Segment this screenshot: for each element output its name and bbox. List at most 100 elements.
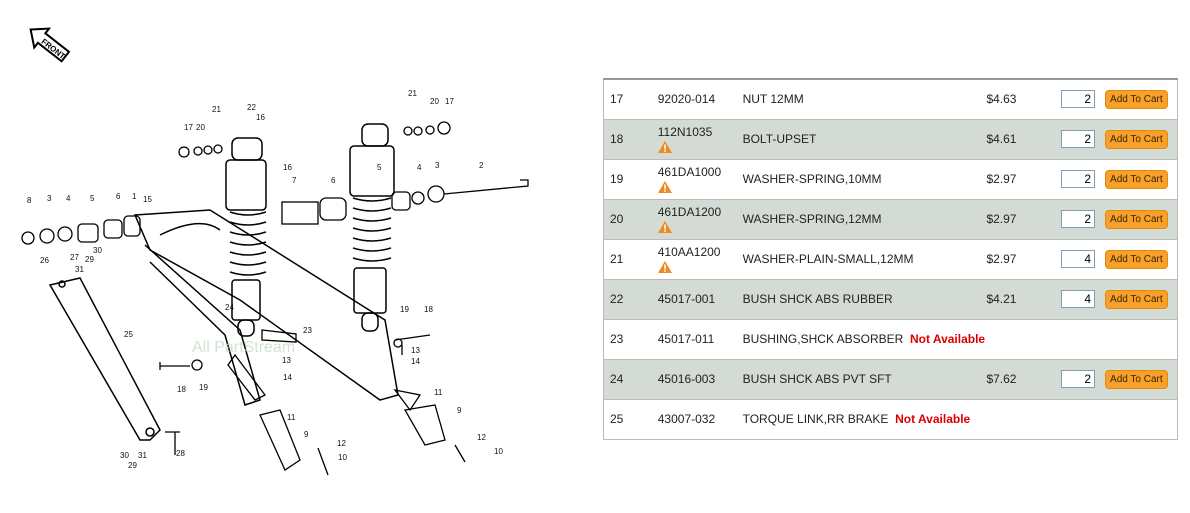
part-description: BUSH SHCK ABS RUBBER bbox=[742, 279, 987, 320]
warning-icon bbox=[657, 141, 672, 153]
part-price: $2.97 bbox=[986, 159, 1062, 200]
part-number: 410AA1200 bbox=[657, 239, 743, 280]
add-to-cart-button[interactable]: Add To Cart bbox=[1105, 169, 1168, 189]
warning-icon bbox=[657, 261, 672, 273]
table-row: 24 45016-003 BUSH SHCK ABS PVT SFT $7.62… bbox=[603, 359, 1178, 400]
table-row: 25 43007-032 TORQUE LINK,RR BRAKE Not Av… bbox=[603, 399, 1178, 440]
part-number: 92020-014 bbox=[657, 79, 743, 120]
front-arrow-icon: FRONT bbox=[29, 27, 71, 63]
cart-cell: Add To Cart bbox=[1105, 79, 1178, 120]
quantity-input[interactable] bbox=[1061, 250, 1096, 268]
quantity-input[interactable] bbox=[1061, 130, 1096, 148]
swing-arm bbox=[133, 209, 399, 406]
quantity-input[interactable] bbox=[1061, 210, 1096, 228]
callout-label: 28 bbox=[176, 449, 185, 458]
callout-label: 9 bbox=[457, 406, 462, 415]
callout-label: 19 bbox=[400, 305, 409, 314]
callout-label: 10 bbox=[494, 447, 503, 456]
add-to-cart-button[interactable]: Add To Cart bbox=[1105, 129, 1168, 149]
callout-label: 29 bbox=[85, 255, 94, 264]
add-to-cart-button[interactable]: Add To Cart bbox=[1105, 369, 1168, 389]
callout-label: 18 bbox=[424, 305, 433, 314]
hardware-parts bbox=[21, 121, 529, 476]
callout-label: 9 bbox=[304, 430, 309, 439]
add-to-cart-button[interactable]: Add To Cart bbox=[1105, 89, 1168, 109]
part-number: 461DA1200 bbox=[657, 199, 743, 240]
ref-number: 19 bbox=[603, 159, 658, 200]
table-row: 20 461DA1200 WASHER-SPRING,12MM $2.97 Ad… bbox=[603, 199, 1178, 240]
callout-label: 8 bbox=[27, 196, 32, 205]
warning-icon bbox=[657, 221, 672, 233]
part-price: $2.97 bbox=[986, 239, 1062, 280]
callout-label: 12 bbox=[477, 433, 486, 442]
callout-label: 13 bbox=[411, 346, 420, 355]
callout-label: 2 bbox=[479, 161, 484, 170]
callout-label: 21 bbox=[212, 105, 221, 114]
table-row: 21 410AA1200 WASHER-PLAIN-SMALL,12MM $2.… bbox=[603, 239, 1178, 280]
callout-label: 5 bbox=[90, 194, 95, 203]
ref-number: 22 bbox=[603, 279, 658, 320]
part-description: BUSHING,SHCK ABSORBER Not Available bbox=[742, 319, 1178, 360]
parts-table: 17 92020-014 NUT 12MM $4.63 Add To Cart … bbox=[603, 78, 1178, 440]
part-description: WASHER-SPRING,10MM bbox=[742, 159, 987, 200]
quantity-input[interactable] bbox=[1061, 290, 1096, 308]
qty-cell bbox=[1061, 159, 1106, 200]
callout-label: 31 bbox=[75, 265, 84, 274]
qty-cell bbox=[1061, 119, 1106, 160]
ref-number: 25 bbox=[603, 399, 658, 440]
callout-label: 30 bbox=[93, 246, 102, 255]
quantity-input[interactable] bbox=[1061, 370, 1096, 388]
add-to-cart-button[interactable]: Add To Cart bbox=[1105, 209, 1168, 229]
callout-label: 25 bbox=[124, 330, 133, 339]
qty-cell bbox=[1061, 79, 1106, 120]
part-price: $4.63 bbox=[986, 79, 1062, 120]
ref-number: 24 bbox=[603, 359, 658, 400]
part-number: 112N1035 bbox=[657, 119, 743, 160]
callout-label: 21 bbox=[408, 89, 417, 98]
cart-cell: Add To Cart bbox=[1105, 199, 1178, 240]
part-description: BOLT-UPSET bbox=[742, 119, 987, 160]
cart-cell: Add To Cart bbox=[1105, 359, 1178, 400]
ref-number: 17 bbox=[603, 79, 658, 120]
callout-label: 22 bbox=[247, 103, 256, 112]
right-shock bbox=[349, 123, 395, 332]
qty-cell bbox=[1061, 199, 1106, 240]
callout-label: 11 bbox=[287, 413, 296, 422]
table-row: 17 92020-014 NUT 12MM $4.63 Add To Cart bbox=[603, 79, 1178, 120]
callout-label: 3 bbox=[47, 194, 52, 203]
callout-label: 15 bbox=[143, 195, 152, 204]
ref-number: 23 bbox=[603, 319, 658, 360]
callout-label: 1 bbox=[132, 192, 137, 201]
quantity-input[interactable] bbox=[1061, 170, 1096, 188]
table-row: 22 45017-001 BUSH SHCK ABS RUBBER $4.21 … bbox=[603, 279, 1178, 320]
part-description: BUSH SHCK ABS PVT SFT bbox=[742, 359, 987, 400]
part-price: $4.21 bbox=[986, 279, 1062, 320]
add-to-cart-button[interactable]: Add To Cart bbox=[1105, 289, 1168, 309]
callout-label: 13 bbox=[282, 356, 291, 365]
torque-link bbox=[48, 277, 161, 441]
left-shock bbox=[225, 137, 267, 337]
quantity-input[interactable] bbox=[1061, 90, 1096, 109]
part-description: WASHER-SPRING,12MM bbox=[742, 199, 987, 240]
part-description: TORQUE LINK,RR BRAKE Not Available bbox=[742, 399, 1178, 440]
callout-label: 29 bbox=[128, 461, 137, 470]
part-number: 45017-011 bbox=[657, 319, 743, 360]
callout-label: 10 bbox=[338, 453, 347, 462]
parts-diagram: FRONT bbox=[21, 27, 529, 476]
callout-label: 31 bbox=[138, 451, 147, 460]
watermark: All PartStream bbox=[192, 339, 295, 356]
callout-label: 20 bbox=[196, 123, 205, 132]
callout-label: 16 bbox=[256, 113, 265, 122]
table-row: 18 112N1035 BOLT-UPSET $4.61 Add To Cart bbox=[603, 119, 1178, 160]
add-to-cart-button[interactable]: Add To Cart bbox=[1105, 249, 1168, 269]
ref-number: 20 bbox=[603, 199, 658, 240]
callout-label: 23 bbox=[303, 326, 312, 335]
callout-label: 24 bbox=[225, 303, 234, 312]
callout-label: 14 bbox=[411, 357, 420, 366]
table-row: 23 45017-011 BUSHING,SHCK ABSORBER Not A… bbox=[603, 319, 1178, 360]
qty-cell bbox=[1061, 359, 1106, 400]
callout-label: 27 bbox=[70, 253, 79, 262]
ref-number: 21 bbox=[603, 239, 658, 280]
callout-label: 19 bbox=[199, 383, 208, 392]
